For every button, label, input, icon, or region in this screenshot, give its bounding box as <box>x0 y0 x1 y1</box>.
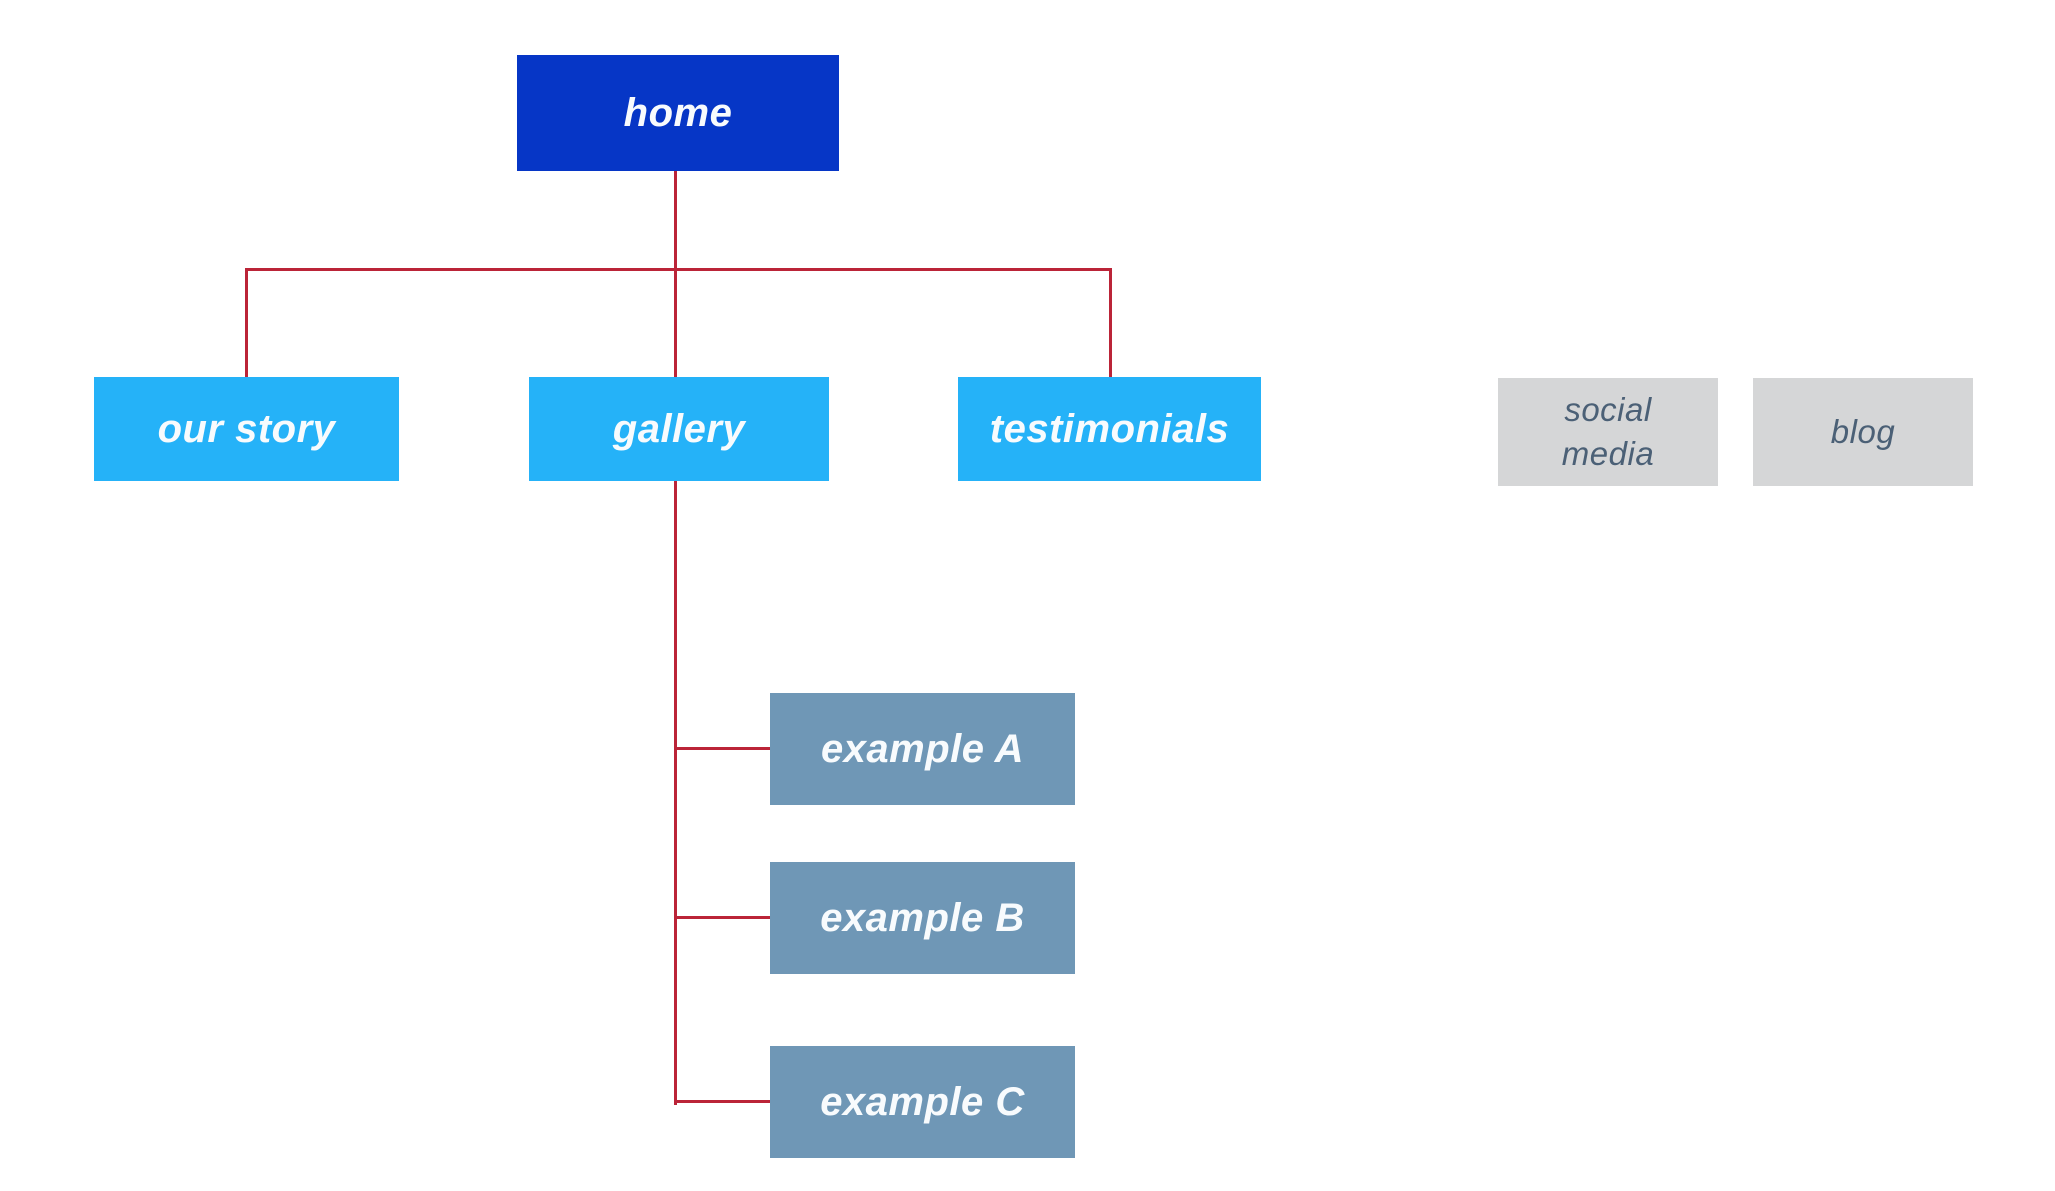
node-blog: blog <box>1753 378 1973 486</box>
node-label: gallery <box>612 406 746 451</box>
node-example-b: example B <box>770 862 1075 974</box>
connector-branch-example-a <box>674 747 772 750</box>
node-example-c: example C <box>770 1046 1075 1158</box>
connector-home-stem <box>674 171 677 271</box>
node-example-a: example A <box>770 693 1075 805</box>
node-our-story: our story <box>94 377 399 481</box>
connector-branch-example-b <box>674 916 772 919</box>
connector-branch-example-c <box>674 1100 772 1103</box>
node-label: example C <box>820 1079 1025 1124</box>
node-label: home <box>623 90 733 135</box>
node-label: testimonials <box>989 406 1230 451</box>
node-label: blog <box>1830 413 1896 451</box>
connector-drop-testimonials <box>1109 268 1112 380</box>
node-testimonials: testimonials <box>958 377 1261 481</box>
node-label: example A <box>820 726 1025 771</box>
connector-gallery-spine <box>674 268 677 1105</box>
node-label: example B <box>820 895 1025 940</box>
connector-level1-bus <box>245 268 1112 271</box>
node-social-media: social media <box>1498 378 1718 486</box>
node-label: social media <box>1561 391 1655 472</box>
node-label: our story <box>157 406 336 451</box>
node-home: home <box>517 55 839 171</box>
node-gallery: gallery <box>529 377 829 481</box>
connector-drop-our-story <box>245 268 248 380</box>
